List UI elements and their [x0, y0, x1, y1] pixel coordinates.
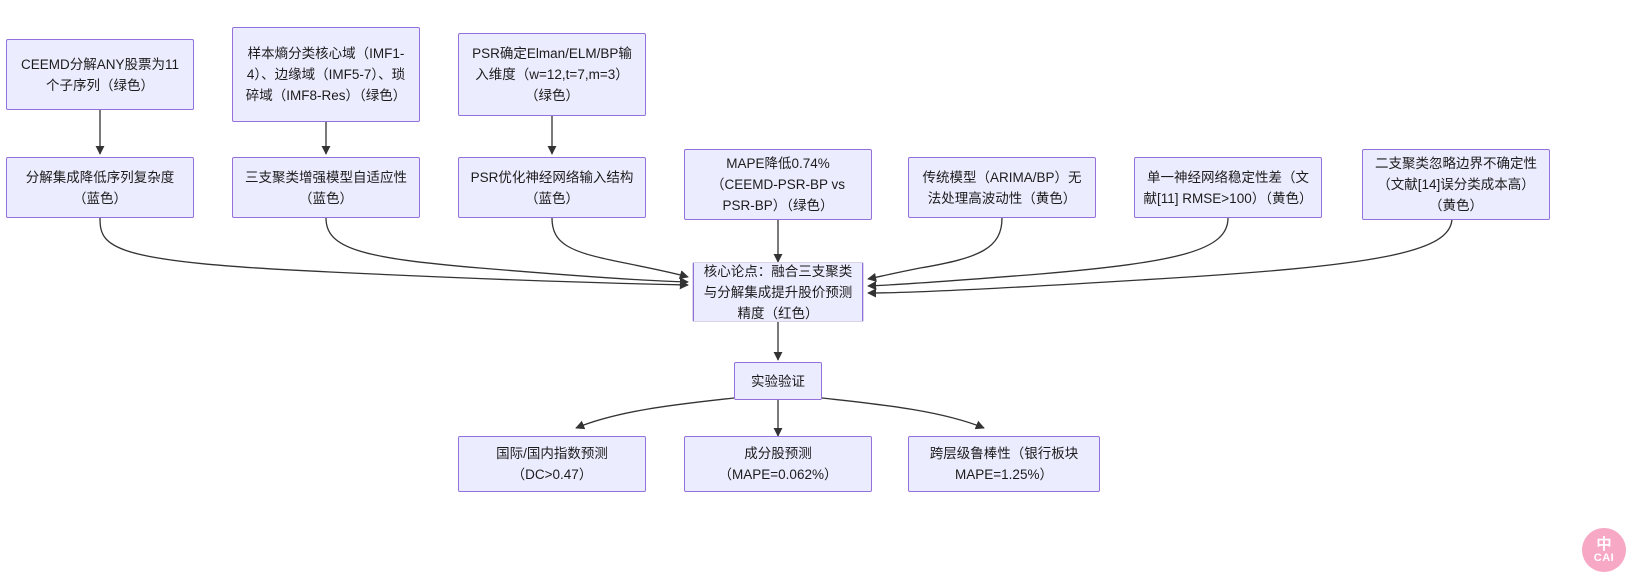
node-single-nn-instability[interactable]: 单一神经网络稳定性差（文献[11] RMSE>100）（黄色）	[1134, 157, 1322, 218]
edge-n9-core	[867, 217, 1229, 291]
node-label: PSR确定Elman/ELM/BP输入维度（w=12,t=7,m=3）（绿色）	[472, 46, 632, 103]
node-label: 单一神经网络稳定性差（文献[11] RMSE>100）（黄色）	[1143, 169, 1313, 206]
edge-n6-core	[551, 217, 689, 280]
node-two-way-clustering-limitation[interactable]: 二支聚类忽略边界不确定性（文献[14]误分类成本高）（黄色）	[1362, 149, 1550, 220]
node-label: 实验验证	[751, 373, 805, 389]
node-cross-level-robustness[interactable]: 跨层级鲁棒性（银行板块MAPE=1.25%）	[908, 436, 1100, 492]
watermark-glyph: 中	[1596, 535, 1612, 553]
node-label: 分解集成降低序列复杂度（蓝色）	[25, 169, 175, 206]
node-label: 样本熵分类核心域（IMF1-4）、边缘域（IMF5-7）、琐碎域（IMF8-Re…	[245, 46, 407, 103]
watermark-subtext: CAI	[1593, 551, 1615, 564]
edge-n12-n13	[575, 397, 735, 430]
edge-n12-n15	[821, 397, 985, 430]
node-label: 成分股预测（MAPE=0.062%）	[718, 446, 838, 482]
node-traditional-model-limitation[interactable]: 传统模型（ARIMA/BP）无法处理高波动性（黄色）	[908, 157, 1096, 218]
node-three-way-clustering-adaptivity[interactable]: 三支聚类增强模型自适应性（蓝色）	[232, 157, 420, 218]
node-label: 国际/国内指数预测（DC>0.47）	[496, 446, 608, 482]
node-reduce-complexity[interactable]: 分解集成降低序列复杂度（蓝色）	[6, 157, 194, 218]
edge-n4-core	[99, 217, 689, 290]
node-label: 二支聚类忽略边界不确定性（文献[14]误分类成本高）（黄色）	[1375, 156, 1537, 213]
node-core-thesis[interactable]: 核心论点：融合三支聚类与分解集成提升股价预测精度（红色）	[692, 262, 864, 322]
node-sample-entropy-classify[interactable]: 样本熵分类核心域（IMF1-4）、边缘域（IMF5-7）、琐碎域（IMF8-Re…	[232, 27, 420, 122]
node-label: 传统模型（ARIMA/BP）无法处理高波动性（黄色）	[922, 169, 1082, 206]
core-inner-frame: 核心论点：融合三支聚类与分解集成提升股价预测精度（红色）	[693, 263, 863, 321]
watermark-logo: 中 CAI	[1582, 528, 1626, 572]
node-mape-improvement[interactable]: MAPE降低0.74%（CEEMD-PSR-BP vs PSR-BP）（绿色）	[684, 149, 872, 220]
node-label: 核心论点：融合三支聚类与分解集成提升股价预测精度（红色）	[703, 263, 853, 321]
node-label: PSR优化神经网络输入结构（蓝色）	[470, 169, 634, 206]
node-psr-input-dimension[interactable]: PSR确定Elman/ELM/BP输入维度（w=12,t=7,m=3）（绿色）	[458, 33, 646, 116]
node-label: 跨层级鲁棒性（银行板块MAPE=1.25%）	[929, 446, 1079, 482]
node-ceemd-decompose[interactable]: CEEMD分解ANY股票为11个子序列（绿色）	[6, 39, 194, 110]
edge-n8-core	[867, 217, 1003, 282]
node-psr-optimize-structure[interactable]: PSR优化神经网络输入结构（蓝色）	[458, 157, 646, 218]
edge-n5-core	[325, 217, 689, 287]
node-index-forecast[interactable]: 国际/国内指数预测（DC>0.47）	[458, 436, 646, 492]
node-label: 三支聚类增强模型自适应性（蓝色）	[245, 169, 407, 206]
node-label: CEEMD分解ANY股票为11个子序列（绿色）	[20, 56, 180, 93]
node-label: MAPE降低0.74%（CEEMD-PSR-BP vs PSR-BP）（绿色）	[710, 156, 846, 213]
node-constituent-stock-forecast[interactable]: 成分股预测（MAPE=0.062%）	[684, 436, 872, 492]
edge-n10-core	[867, 217, 1453, 298]
node-experiment-validation[interactable]: 实验验证	[734, 362, 822, 400]
